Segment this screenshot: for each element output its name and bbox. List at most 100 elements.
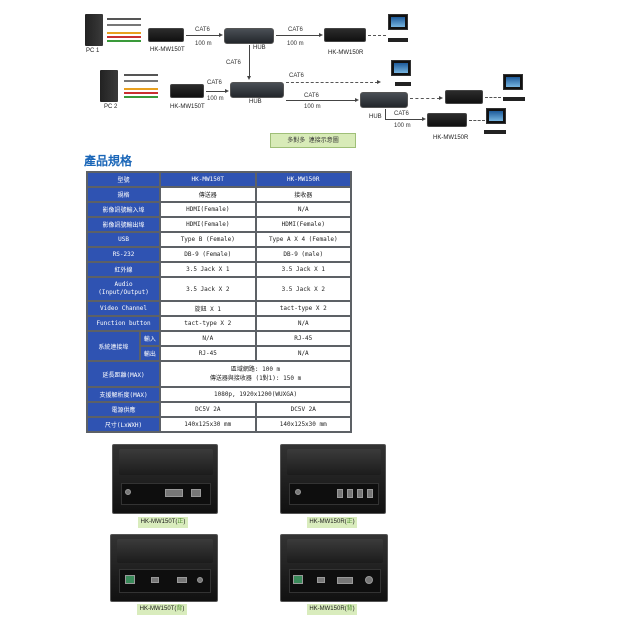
pc2-tower-icon	[100, 70, 118, 102]
link-cat6-label: CAT6	[226, 60, 241, 66]
row-rx: N/A	[256, 317, 350, 330]
link-cat6-label: CAT6	[207, 80, 222, 86]
power-tx: DC5V 2A	[161, 403, 255, 416]
table-row: 系統連接埠 輸入 N/A RJ-45	[88, 332, 350, 360]
row-rx: DB-9 (male)	[256, 248, 350, 261]
receiver-1-label: HK-MW150R	[328, 50, 364, 56]
row-rx: 接收器	[256, 188, 350, 201]
resolution-label: 支援解析度(MAX)	[88, 388, 160, 401]
conn-in-rx: RJ-45	[256, 332, 350, 345]
monitor-icon	[388, 14, 408, 30]
table-row: 紅外線 3.5 Jack X 1 3.5 Jack X 1	[88, 263, 350, 276]
transmitter-1-device	[148, 28, 184, 42]
conn-out-label: 輸出	[140, 347, 160, 360]
row-label: 影像訊號輸出埠	[88, 218, 160, 231]
caption-close: )	[183, 519, 186, 525]
spec-table: 型號 HK-MW150T HK-MW150R 規格 傳送器 接收器 影像訊號輸入…	[86, 171, 352, 433]
row-rx: 3.5 Jack X 1	[256, 263, 350, 276]
table-row: 輸出 RJ-45 N/A	[88, 347, 350, 360]
caption-close: )	[352, 606, 355, 612]
product-tx-front-image	[112, 444, 218, 514]
row-rx: 3.5 Jack X 2	[256, 278, 350, 300]
cable-bundle-icon	[124, 72, 158, 100]
hub-2-label: HUB	[249, 99, 262, 105]
row-label: USB	[88, 233, 160, 246]
table-row: 型號 HK-MW150T HK-MW150R	[88, 173, 350, 186]
caption-model: HK-MW150T(	[140, 519, 178, 525]
row-rx: HDMI(Female)	[256, 218, 350, 231]
keyboard-icon	[388, 38, 408, 42]
caption-model: HK-MW150R(	[309, 519, 347, 525]
product-rx-front-image	[280, 444, 386, 514]
distance-value: 區域網路: 100 m 傳送器與接收器 (1對1): 150 m	[161, 362, 350, 386]
keyboard-icon	[503, 97, 525, 101]
table-row: 影像訊號輸入埠 HDMI(Female) N/A	[88, 203, 350, 216]
product-caption: HK-MW150R(正)	[307, 517, 357, 528]
caption-model: HK-MW150R(	[309, 606, 347, 612]
row-label: RS-232	[88, 248, 160, 261]
keyboard-icon	[484, 130, 506, 134]
hub-2-device	[230, 82, 284, 98]
caption-side: 正	[346, 519, 353, 525]
conn-label: 系統連接埠	[88, 332, 139, 360]
conn-out-tx: RJ-45	[161, 347, 255, 360]
receiver-1-device	[324, 28, 366, 42]
table-row: 電源供應 DC5V 2A DC5V 2A	[88, 403, 350, 416]
row-tx: tact-type X 2	[161, 317, 255, 330]
size-label: 尺寸(LxWXH)	[88, 418, 160, 431]
resolution-value: 1080p, 1920x1200(WUXGA)	[161, 388, 350, 401]
table-row: 支援解析度(MAX) 1080p, 1920x1200(WUXGA)	[88, 388, 350, 401]
header-rx: HK-MW150R	[256, 173, 350, 186]
product-caption: HK-MW150T(正)	[138, 517, 188, 528]
distance-line-1: 區域網路: 100 m	[230, 366, 281, 373]
pc1-label: PC 1	[86, 48, 100, 54]
hub-3-label: HUB	[369, 114, 382, 120]
keyboard-icon	[395, 82, 411, 86]
row-tx: HDMI(Female)	[161, 218, 255, 231]
caption-close: )	[182, 606, 185, 612]
transmitter-1-label: HK-MW150T	[150, 47, 185, 53]
caption-side: 背	[346, 606, 353, 612]
caption-model: HK-MW150T(	[139, 606, 177, 612]
row-label: 紅外線	[88, 263, 160, 276]
header-label: 型號	[88, 173, 160, 186]
power-rx: DC5V 2A	[256, 403, 350, 416]
hub-1-device	[224, 28, 274, 44]
row-label: 規格	[88, 188, 160, 201]
row-label: Audio (Input/Output)	[88, 278, 160, 300]
section-title: 產品規格	[84, 154, 133, 168]
link-distance-label: 100 m	[304, 104, 321, 110]
receiver-2-device	[427, 113, 467, 127]
table-row: 影像訊號輸出埠 HDMI(Female) HDMI(Female)	[88, 218, 350, 231]
link-distance-label: 100 m	[195, 41, 212, 47]
cable-bundle-icon	[107, 16, 141, 44]
transmitter-2-label: HK-MW150T	[170, 104, 205, 110]
distance-label: 延長距離(MAX)	[88, 362, 160, 386]
row-tx: 3.5 Jack X 1	[161, 263, 255, 276]
hub-3-device	[360, 92, 408, 108]
row-label: Video Channel	[88, 302, 160, 315]
row-tx: 旋鈕 X 1	[161, 302, 255, 315]
table-row: Audio (Input/Output) 3.5 Jack X 2 3.5 Ja…	[88, 278, 350, 300]
link-cat6-label: CAT6	[195, 27, 210, 33]
monitor-icon	[391, 60, 411, 76]
row-tx: 傳送器	[161, 188, 255, 201]
link-cat6-label: CAT6	[289, 73, 304, 79]
caption-side: 背	[176, 606, 183, 612]
table-row: 延長距離(MAX) 區域網路: 100 m 傳送器與接收器 (1對1): 150…	[88, 362, 350, 386]
receiver-2-label: HK-MW150R	[433, 135, 469, 141]
row-label: 影像訊號輸入埠	[88, 203, 160, 216]
link-cat6-label: CAT6	[394, 111, 409, 117]
table-row: USB Type B (Female) Type A X 4 (Female)	[88, 233, 350, 246]
conn-in-tx: N/A	[161, 332, 255, 345]
link-distance-label: 100 m	[394, 123, 411, 129]
monitor-icon	[503, 74, 523, 90]
transmitter-2-device	[170, 84, 204, 98]
diagram-caption: 多對多 連接示意圖	[270, 133, 356, 148]
row-label: Function button	[88, 317, 160, 330]
link-cat6-label: CAT6	[304, 93, 319, 99]
table-row: RS-232 DB-9 (Female) DB-9 (male)	[88, 248, 350, 261]
row-tx: HDMI(Female)	[161, 203, 255, 216]
product-rx-back-image	[280, 534, 388, 602]
row-tx: 3.5 Jack X 2	[161, 278, 255, 300]
